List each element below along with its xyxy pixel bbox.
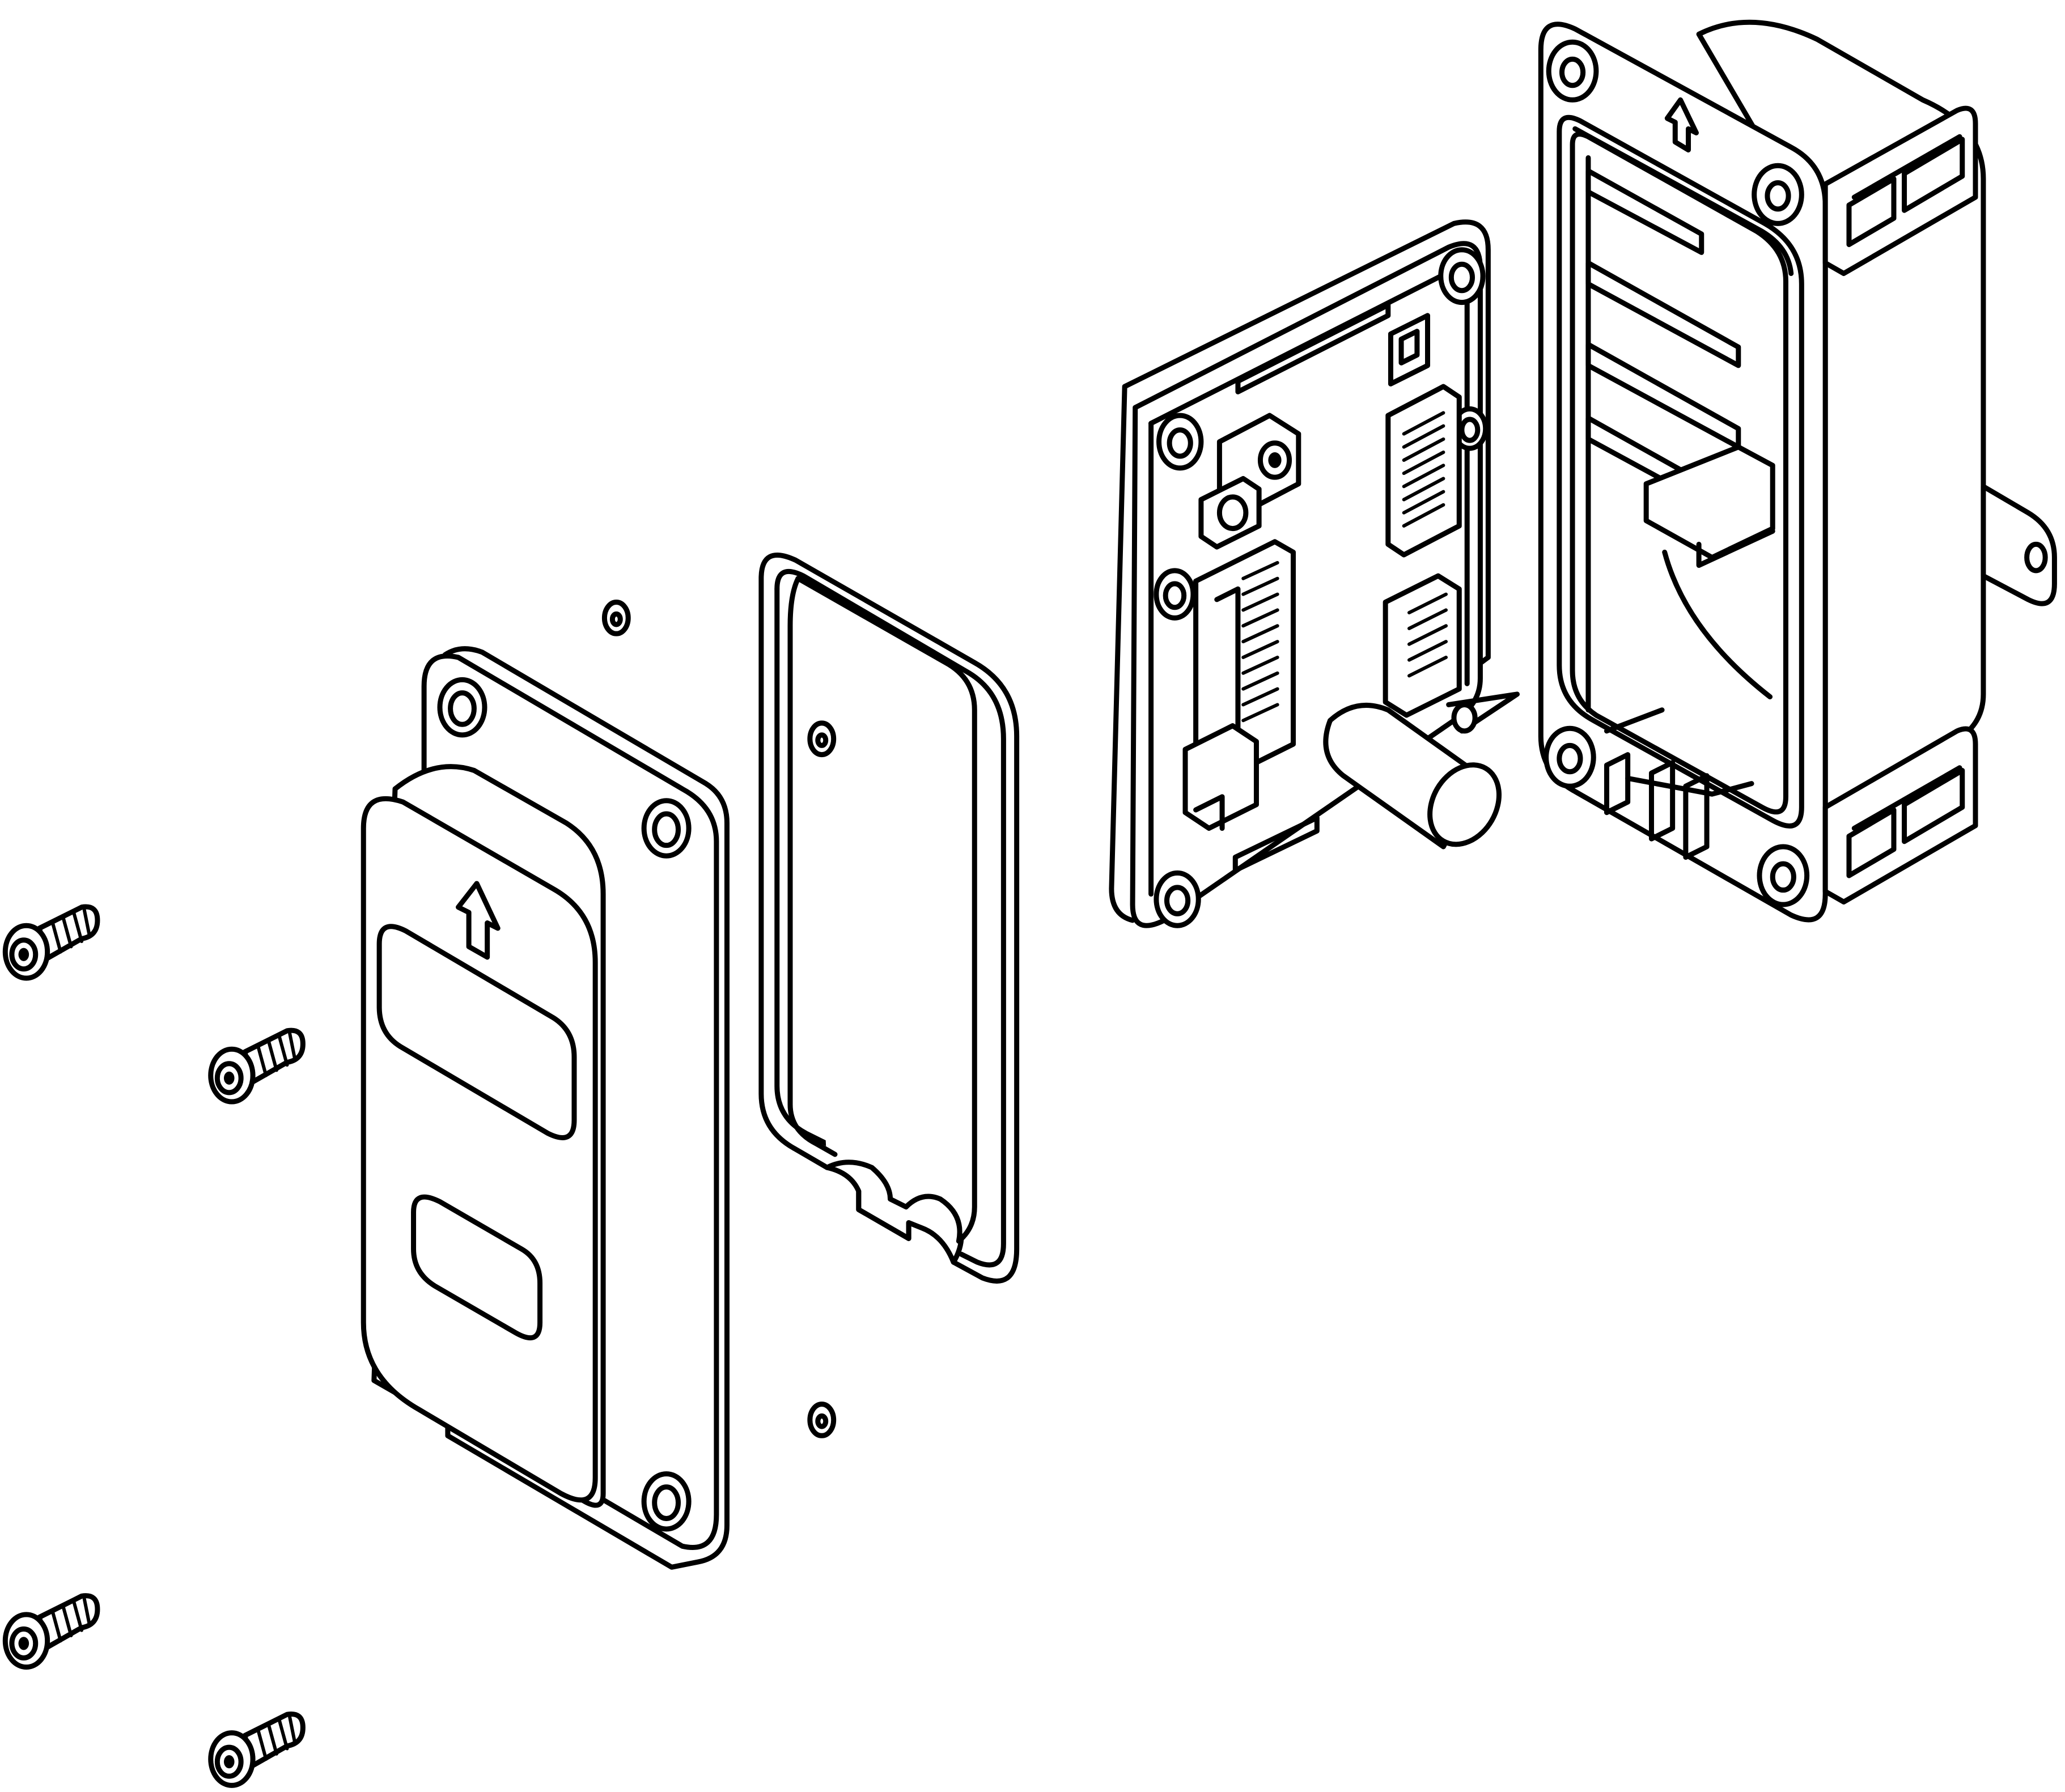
cover-mounting-hole: [644, 1474, 689, 1529]
pcb-mounting-hole: [1159, 415, 1201, 468]
screw-bottom-middle: [211, 1714, 303, 1785]
screw-icon: [5, 1596, 97, 1667]
screw-bottom-left: [5, 1596, 97, 1667]
enclosure-mounting-hole: [1754, 165, 1802, 223]
screw-icon: [211, 1030, 303, 1102]
arrow-up-icon: [1667, 100, 1696, 150]
enclosure-base: [1541, 22, 2054, 920]
enclosure-mounting-hole: [1759, 847, 1807, 905]
cover-label-window: [379, 927, 574, 1138]
o-ring-top: [604, 602, 628, 634]
screw-top-left: [5, 907, 97, 978]
cover-mounting-hole: [644, 801, 689, 856]
o-ring-bottom: [810, 1404, 834, 1436]
screw-middle-left: [211, 1030, 303, 1102]
gasket: [761, 555, 1017, 1281]
pcb-mounting-hole: [1441, 250, 1483, 303]
pcb-mounting-hole: [1156, 571, 1193, 618]
enclosure-mounting-hole: [1546, 728, 1594, 786]
pcb-mounting-hole: [1156, 873, 1198, 925]
cover-mounting-hole: [440, 680, 485, 734]
screw-icon: [211, 1714, 303, 1785]
screw-icon: [5, 907, 97, 978]
circuit-board: [1112, 222, 1517, 925]
enclosure-mounting-hole: [1549, 42, 1596, 100]
cover-display-window: [414, 1197, 540, 1338]
arrow-up-icon: [459, 884, 498, 957]
front-cover: [363, 649, 727, 1568]
